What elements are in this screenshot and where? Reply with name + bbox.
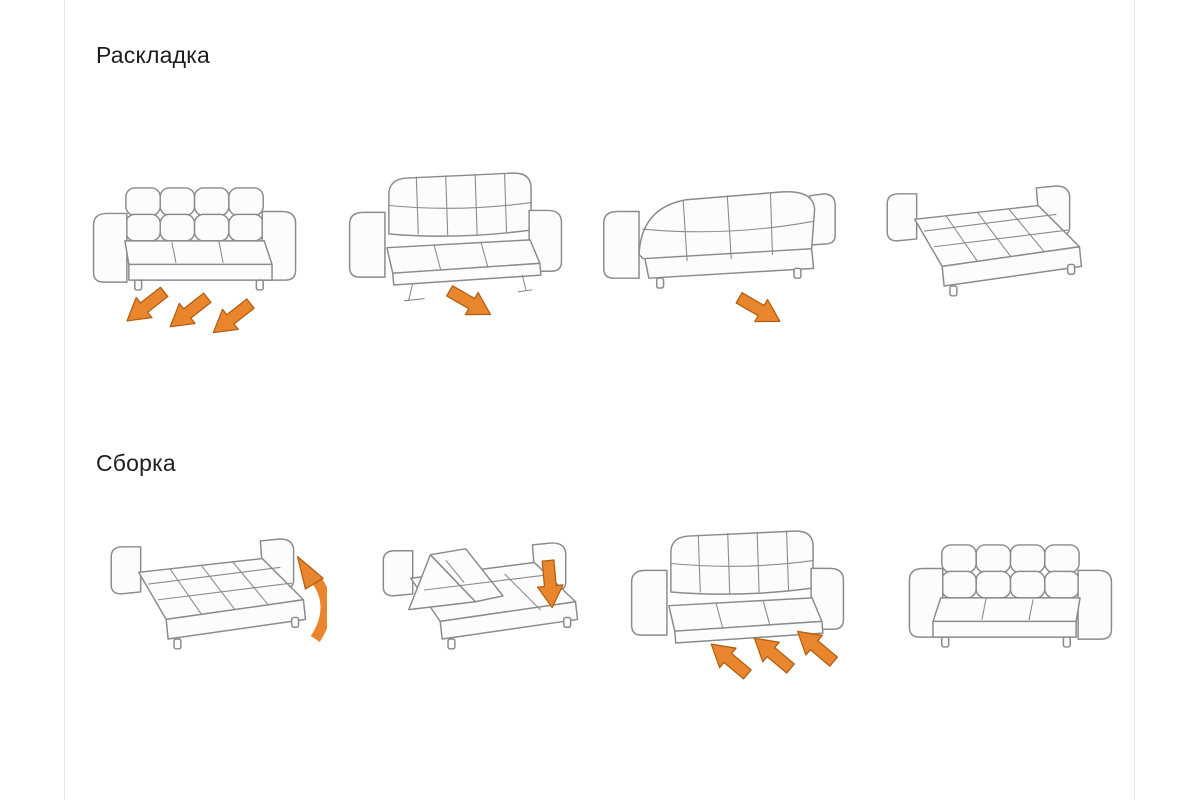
tuft-seams bbox=[670, 531, 814, 629]
sofa-assembled-icon bbox=[908, 544, 1113, 648]
sofa-body bbox=[908, 544, 1113, 648]
fold-step-4 bbox=[880, 492, 1135, 692]
arrow-down-right-icon bbox=[442, 279, 498, 327]
sofa-backrest-folded-flat-arrow-icon bbox=[602, 190, 836, 334]
sofa-push-base-in-arrows-icon bbox=[630, 530, 845, 685]
mattress-seams bbox=[147, 561, 293, 616]
unfold-step-4 bbox=[848, 135, 1103, 335]
page-right-border bbox=[1134, 0, 1135, 800]
tuft-seams bbox=[388, 173, 533, 302]
sofa-base-extended-arrow-icon bbox=[348, 172, 563, 327]
bed-body bbox=[110, 538, 307, 650]
fold-step-3 bbox=[612, 490, 867, 690]
arrow-down-left-icon bbox=[204, 292, 259, 335]
section-title-fold: Сборка bbox=[96, 450, 176, 476]
fold-step-1 bbox=[72, 488, 327, 688]
arrow-up-icon bbox=[296, 555, 324, 590]
seat-seams bbox=[171, 241, 224, 264]
unfold-step-1 bbox=[70, 135, 325, 335]
bed-lift-section-curved-arrow-icon bbox=[110, 538, 327, 650]
arrow-up-left-icon bbox=[702, 633, 757, 685]
unfold-step-3 bbox=[590, 137, 845, 337]
arrow-down-left-icon bbox=[118, 281, 173, 332]
seat-seams bbox=[981, 598, 1034, 621]
sofa-body bbox=[348, 172, 563, 286]
unfold-step-2 bbox=[330, 132, 585, 332]
bed-body bbox=[382, 542, 579, 650]
sofa-assembled-pull-out-arrows-icon bbox=[92, 187, 297, 335]
sofa-body bbox=[602, 190, 836, 289]
sofa-bed-flat-icon bbox=[886, 185, 1083, 297]
bed-section-folding-down-arrow-icon bbox=[382, 542, 579, 650]
mattress-seams bbox=[423, 560, 553, 611]
page-left-border bbox=[64, 0, 65, 800]
section-title-unfold: Раскладка bbox=[96, 42, 210, 68]
fold-step-2 bbox=[348, 490, 603, 690]
arrow-down-right-icon bbox=[732, 286, 787, 334]
tuft-seams bbox=[642, 192, 815, 262]
sofa-body bbox=[92, 187, 297, 291]
bed-body bbox=[886, 185, 1083, 297]
arrow-down-left-icon bbox=[161, 287, 216, 335]
mattress-seams bbox=[923, 208, 1069, 263]
sofa-body bbox=[630, 530, 845, 644]
